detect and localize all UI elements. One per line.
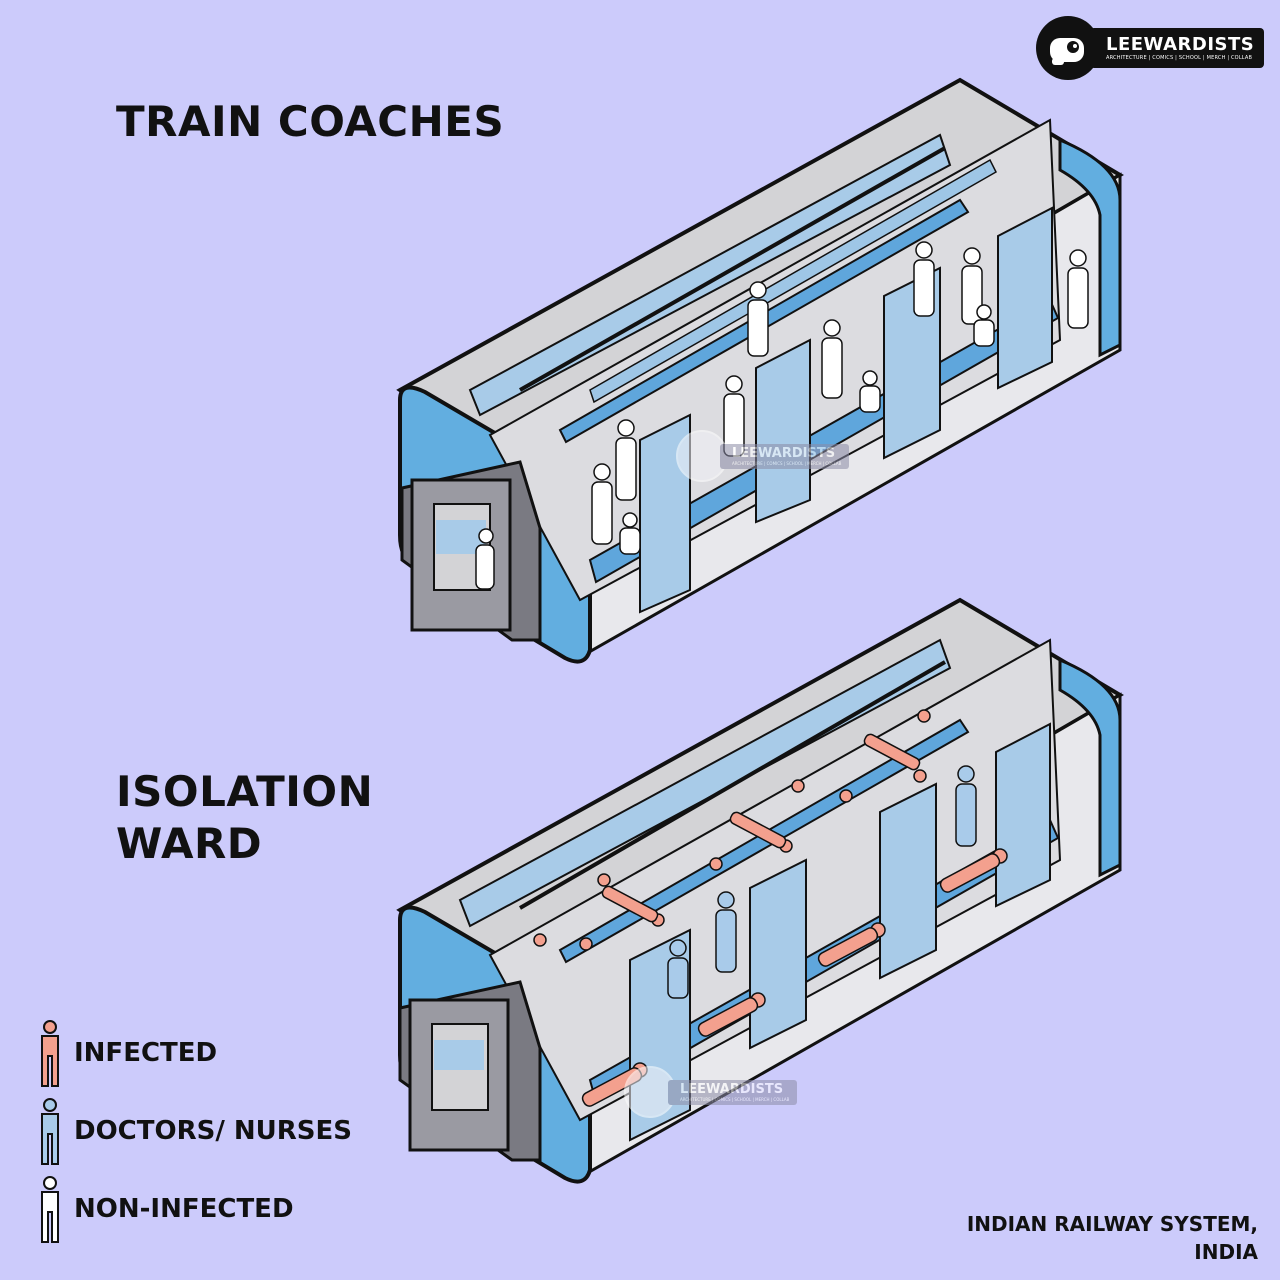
- footer-caption: INDIAN RAILWAY SYSTEM, INDIA: [967, 1210, 1258, 1266]
- doctor-nurse-person-icon: [41, 1098, 59, 1165]
- logo-tagline: ARCHITECTURE | COMICS | SCHOOL | MERCH |…: [1106, 54, 1253, 61]
- person-figure: [615, 419, 637, 501]
- seated-person-figure: [973, 304, 995, 347]
- patient-lying-figure: [729, 811, 793, 853]
- patient-lying-figure: [863, 733, 927, 783]
- legend-item-doctors-nurses: DOCTORS/ NURSES: [38, 1092, 352, 1170]
- patient-lying-figure: [817, 922, 886, 967]
- footer-line2: INDIA: [1194, 1240, 1258, 1264]
- patient-lying-figure: [697, 992, 766, 1037]
- seated-person-figure: [619, 512, 641, 555]
- watermark-text-box: LEEWARDISTS ARCHITECTURE | COMICS | SCHO…: [668, 1079, 798, 1105]
- watermark-name: LEEWARDISTS: [680, 1081, 784, 1097]
- person-figure: [1067, 249, 1089, 329]
- isolation-ward-heading-line2: WARD: [116, 819, 263, 868]
- legend-label-infected: INFECTED: [74, 1038, 218, 1068]
- infected-person-icon: [41, 1020, 59, 1087]
- staff-figure: [667, 939, 689, 999]
- coach-gangway-connector: [400, 460, 542, 642]
- ward-gangway-connector: [398, 980, 542, 1162]
- person-figure: [591, 463, 613, 545]
- logo-mascot-icon: [1036, 16, 1100, 80]
- isolation-ward-heading: ISOLATION WARD: [116, 766, 373, 870]
- legend: INFECTED DOCTORS/ NURSES NON-INFECTED: [38, 1014, 352, 1248]
- watermark-name: LEEWARDISTS: [732, 445, 836, 461]
- patient-lying-figure: [601, 885, 665, 927]
- logo-text-box: LEEWARDISTS ARCHITECTURE | COMICS | SCHO…: [1090, 28, 1265, 68]
- person-figure: [723, 375, 745, 457]
- infected-patient-figures: [533, 709, 1008, 1107]
- doctor-nurse-figures: [667, 765, 977, 999]
- watermark-text-box: LEEWARDISTS ARCHITECTURE | COMICS | SCHO…: [720, 443, 850, 469]
- train-coaches-heading: TRAIN COACHES: [116, 97, 505, 146]
- watermark-tagline: ARCHITECTURE | COMICS | SCHOOL | MERCH |…: [680, 1096, 790, 1102]
- watermark-logo: LEEWARDISTS ARCHITECTURE | COMICS | SCHO…: [624, 1066, 798, 1118]
- passenger-figures: [475, 241, 1089, 590]
- watermark-tagline: ARCHITECTURE | COMICS | SCHOOL | MERCH |…: [732, 460, 842, 466]
- seated-person-figure: [859, 370, 881, 413]
- brand-logo: LEEWARDISTS ARCHITECTURE | COMICS | SCHO…: [1036, 16, 1265, 80]
- patient-head: [533, 709, 931, 951]
- legend-label-doctors-nurses: DOCTORS/ NURSES: [74, 1116, 353, 1146]
- watermark-logo: LEEWARDISTS ARCHITECTURE | COMICS | SCHO…: [676, 430, 850, 482]
- logo-name: LEEWARDISTS: [1106, 33, 1255, 55]
- isolation-ward-heading-line1: ISOLATION: [116, 767, 374, 816]
- footer-line1: INDIAN RAILWAY SYSTEM,: [966, 1212, 1258, 1236]
- staff-figure: [715, 891, 737, 973]
- person-figure: [747, 281, 769, 357]
- legend-label-non-infected: NON-INFECTED: [74, 1194, 294, 1224]
- legend-item-infected: INFECTED: [38, 1014, 352, 1092]
- person-figure: [821, 319, 843, 399]
- non-infected-person-icon: [41, 1176, 59, 1243]
- person-figure: [913, 241, 935, 317]
- staff-figure: [955, 765, 977, 847]
- legend-item-non-infected: NON-INFECTED: [38, 1170, 352, 1248]
- patient-lying-figure: [939, 848, 1008, 893]
- person-figure: [475, 528, 495, 590]
